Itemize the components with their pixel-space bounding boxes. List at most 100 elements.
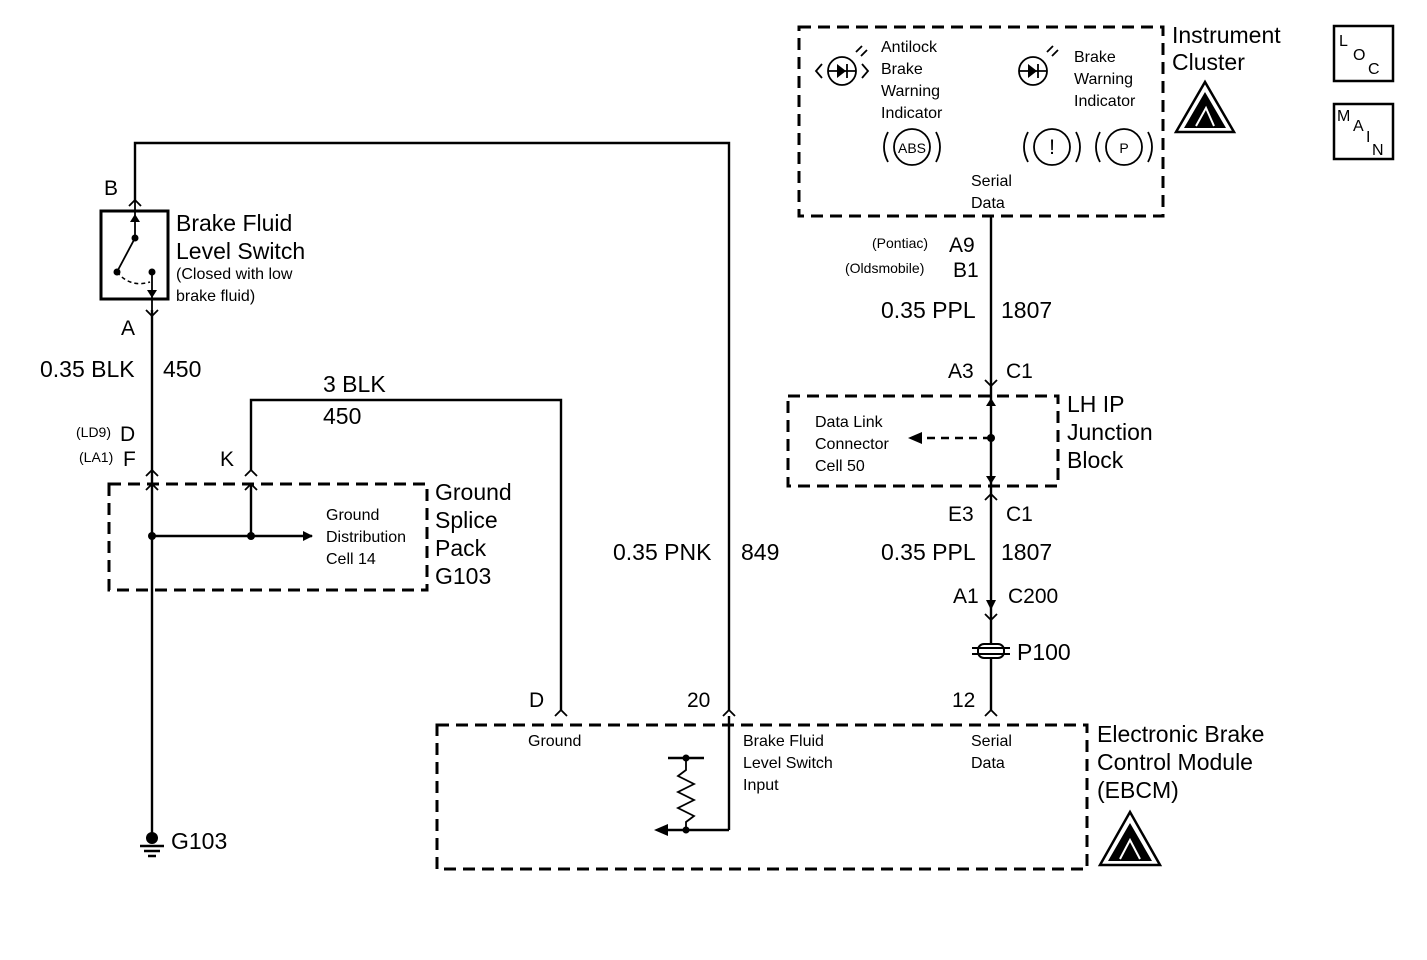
wire-ppl-circuit-bottom: 1807 [1001, 539, 1052, 565]
pin-k-letter: K [220, 448, 234, 471]
junction-block-box [786, 394, 1060, 488]
splice-pack-title-2: Splice [435, 507, 498, 533]
brake-lamp-icon [1023, 128, 1153, 166]
brake-label-3: Indicator [1074, 93, 1136, 110]
ebcm-title-3: (EBCM) [1097, 777, 1179, 803]
jb-arrow-down [986, 476, 996, 484]
wire-ppl-color-top: 0.35 PPL [881, 297, 976, 323]
connector-b-mark [128, 198, 142, 207]
instrument-cluster-box [797, 25, 1165, 218]
connector-a3-mark [984, 379, 998, 388]
pontiac-option: (Pontiac) [872, 235, 928, 251]
brake-led-icon [1018, 45, 1059, 86]
ebcm-box [435, 723, 1089, 871]
main-letter-n: N [1372, 142, 1384, 159]
brake-label-1: Brake [1074, 49, 1116, 66]
connector-c200: C200 [1008, 585, 1058, 608]
pin-ld9-letter: D [120, 423, 135, 446]
wire-pnk-color: 0.35 PNK [613, 539, 712, 565]
abs-label-1: Antilock [881, 39, 938, 56]
instrument-cluster-title-1: Instrument [1172, 22, 1281, 48]
ebcm-input-label-3: Input [743, 777, 779, 794]
ebcm-serial-label-1: Serial [971, 733, 1012, 750]
ebcm-pin-12: 12 [952, 689, 975, 712]
connector-c1-top: C1 [1006, 360, 1033, 383]
loc-letter-o: O [1353, 47, 1365, 64]
ground-distribution-ref-1[interactable]: Ground [326, 507, 379, 524]
c200-arrow [986, 600, 996, 610]
pin-a1: A1 [953, 585, 979, 608]
wire-ppl-circuit-top: 1807 [1001, 297, 1052, 323]
ebcm-ground-label: Ground [528, 733, 581, 750]
cluster-serial-label-1: Serial [971, 173, 1012, 190]
wire-849-pink [133, 141, 731, 710]
pin-b1: B1 [953, 259, 979, 282]
wire-3blk-color: 3 BLK [323, 371, 386, 397]
abs-label-3: Warning [881, 83, 940, 100]
splice-dot-1 [148, 532, 156, 540]
oldsmobile-option: (Oldsmobile) [845, 260, 924, 276]
ebcm-pin-20: 20 [687, 689, 710, 712]
ebcm-esd-warning-icon [1097, 809, 1163, 867]
wire-pnk-circuit: 849 [741, 539, 779, 565]
wire-blk-color: 0.35 BLK [40, 356, 135, 382]
pullup-resistor-icon [654, 716, 731, 836]
abs-symbol: ABS [898, 140, 926, 156]
pin-a3: A3 [948, 360, 974, 383]
pin-la1-letter: F [123, 448, 136, 471]
junction-block-title-2: Junction [1067, 419, 1153, 445]
ebcm-input-label-2: Level Switch [743, 755, 833, 772]
wire-ppl-color-bottom: 0.35 PPL [881, 539, 976, 565]
connector-d-mark [145, 468, 159, 477]
ground-g103-label: G103 [171, 828, 227, 854]
abs-label-4: Indicator [881, 105, 943, 122]
connector-a-mark [145, 309, 159, 318]
splice-p100-icon [972, 643, 1010, 659]
splice-pack-title-4: G103 [435, 563, 491, 589]
switch-note-2: brake fluid) [176, 288, 255, 305]
ebcm-pin-d-mark [554, 708, 568, 717]
ebcm-input-label-1: Brake Fluid [743, 733, 824, 750]
ground-splice-pack-box [107, 482, 429, 592]
pin-ld9-option: (LD9) [76, 424, 111, 440]
loc-letter-c: C [1368, 61, 1380, 78]
junction-block-title-3: Block [1067, 447, 1124, 473]
cluster-serial-label-2: Data [971, 195, 1005, 212]
pin-a9: A9 [949, 234, 975, 257]
pin-la1-option: (LA1) [79, 449, 113, 465]
ebcm-pin-20-mark [722, 708, 736, 717]
ground-distribution-ref-2[interactable]: Distribution [326, 529, 406, 546]
ebcm-pin-12-mark [984, 708, 998, 717]
switch-contact-icon [113, 200, 157, 310]
ebcm-serial-label-2: Data [971, 755, 1005, 772]
loc-letter-l: L [1339, 33, 1348, 50]
splice-pack-title-3: Pack [435, 535, 487, 561]
ebcm-title-2: Control Module [1097, 749, 1253, 775]
ebcm-title-1: Electronic Brake [1097, 721, 1264, 747]
main-letter-m: M [1337, 108, 1350, 125]
wire-blk-circuit: 450 [163, 356, 201, 382]
ground-distribution-ref-3[interactable]: Cell 14 [326, 551, 376, 568]
jb-arrow-up [986, 398, 996, 406]
esd-warning-icon [1173, 79, 1237, 134]
splice-p100-label: P100 [1017, 639, 1071, 665]
dlc-ref-2[interactable]: Connector [815, 436, 889, 453]
main-button[interactable]: M A I N [1332, 102, 1395, 161]
loc-button[interactable]: L O C [1332, 24, 1395, 83]
switch-note-1: (Closed with low [176, 266, 293, 283]
connector-k-mark [244, 468, 258, 477]
brake-label-2: Warning [1074, 71, 1133, 88]
ebcm-pin-d: D [529, 689, 544, 712]
brake-symbol-exclaim: ! [1049, 136, 1055, 159]
main-letter-a: A [1353, 118, 1364, 135]
instrument-cluster-title-2: Cluster [1172, 49, 1245, 75]
switch-pin-b: B [104, 177, 118, 200]
abs-led-icon [814, 45, 870, 86]
switch-pin-a: A [121, 317, 135, 340]
c200-mark [984, 613, 998, 622]
switch-title-2: Level Switch [176, 238, 305, 264]
dlc-ref-1[interactable]: Data Link [815, 414, 884, 431]
dlc-ref-3[interactable]: Cell 50 [815, 458, 865, 475]
